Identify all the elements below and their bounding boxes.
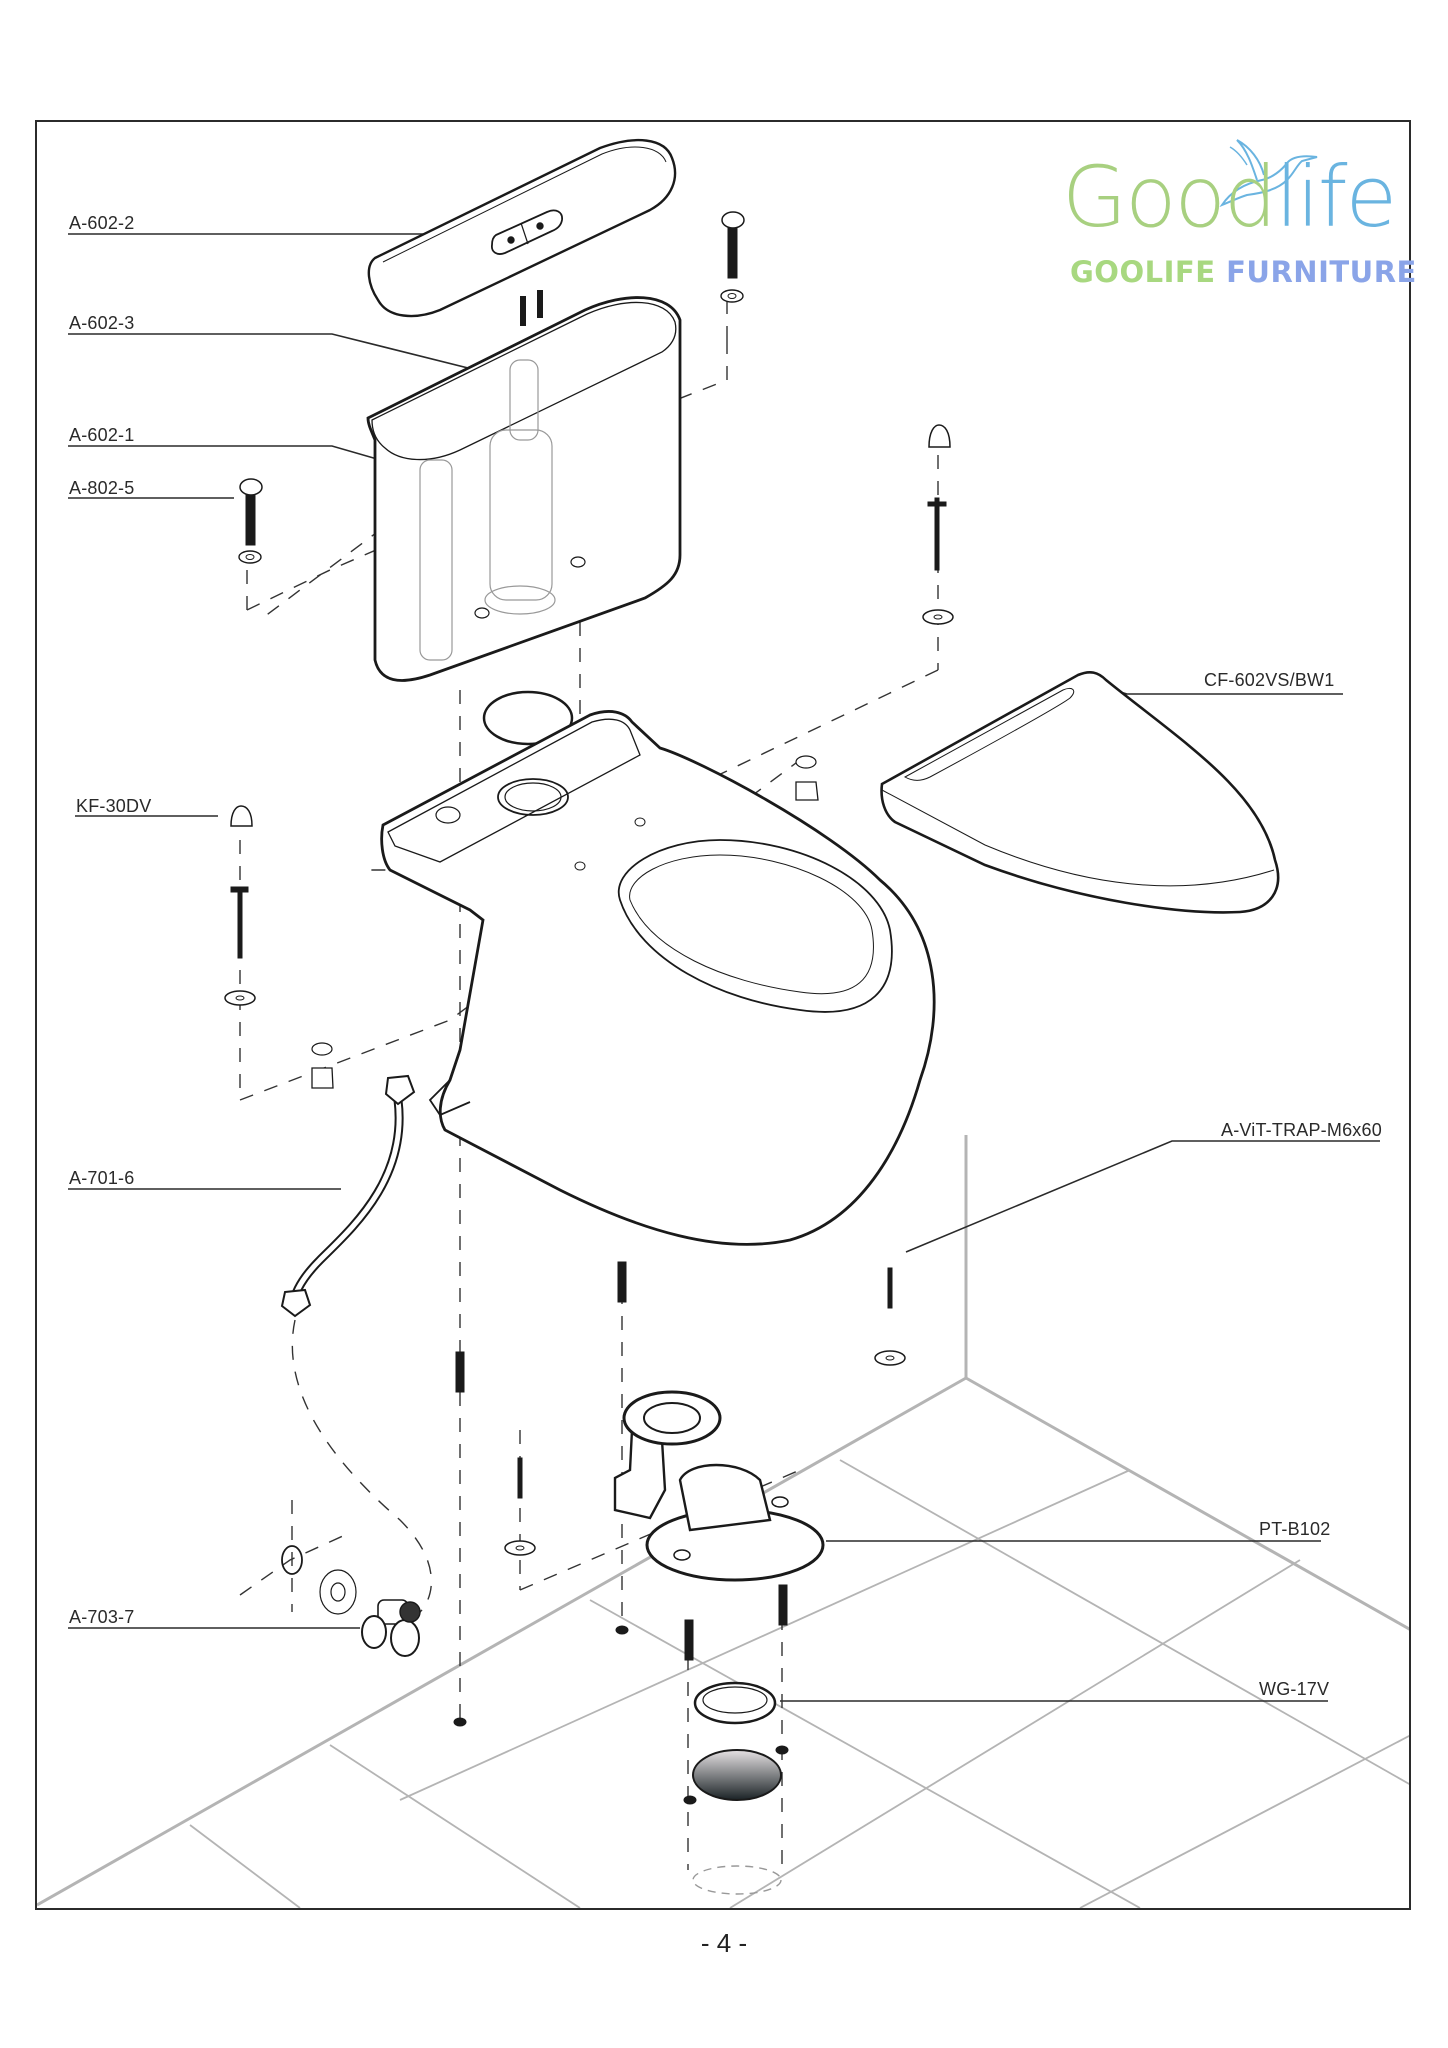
part-label-a-602-1: A-602-1 (69, 425, 135, 445)
floor-drain-hole (692, 1749, 782, 1895)
tank-bolt-left (238, 478, 263, 564)
toilet-bowl (380, 710, 936, 1246)
screw-3 (887, 1267, 893, 1309)
supply-hose (280, 1074, 416, 1318)
assembly-axes (239, 300, 939, 1870)
part-label-pt-b102: PT-B102 (1259, 1519, 1331, 1539)
logo-word-good: Good (1062, 148, 1277, 246)
tank-lid (367, 138, 677, 326)
screw-6 (778, 1584, 788, 1626)
tank-bolt-right (720, 211, 745, 303)
part-label-wg-17v: WG-17V (1259, 1679, 1330, 1699)
drain-adapter (613, 1390, 825, 1582)
part-label-cf-602vs-bw1: CF-602VS/BW1 (1204, 670, 1335, 690)
screw-1 (617, 1261, 627, 1303)
dual-flush-button (491, 209, 563, 255)
part-label-kf-30dv: KF-30DV (76, 796, 152, 816)
part-label-a-602-2: A-602-2 (69, 213, 135, 233)
part-label-a-802-5: A-802-5 (69, 478, 135, 498)
logo-tagline-brand: GOOLIFE (1070, 255, 1216, 289)
seat-bolt-right (795, 424, 954, 801)
leader-lines (68, 233, 1380, 1702)
screw-4 (517, 1457, 523, 1499)
leader-a-602-3 (68, 333, 509, 379)
hummingbird-icon (1219, 139, 1318, 208)
toilet-seat-cover (880, 670, 1280, 914)
tank-gasket (482, 690, 574, 746)
logo-tagline-furniture: FURNITURE (1226, 255, 1417, 289)
page-number: - 4 - (700, 1928, 748, 1958)
logo-wordmark: Goodlife (1062, 155, 1397, 239)
seat-bolt-left (224, 805, 334, 1089)
brand-logo: Goodlife GOOLIFE FURNITURE (1062, 135, 1416, 295)
part-label-a-703-7: A-703-7 (69, 1607, 135, 1627)
part-label-a-602-3: A-602-3 (69, 313, 135, 333)
part-label-a-701-6: A-701-6 (69, 1168, 135, 1188)
leader-a-vit-trap (905, 1140, 1380, 1253)
drawing-frame (35, 120, 1411, 1910)
floor-grid (37, 1135, 1409, 1908)
part-label-a-vit-trap: A-ViT-TRAP-M6x60 (1221, 1120, 1382, 1140)
screw-2 (455, 1351, 465, 1393)
leader-a-602-1 (68, 445, 416, 471)
logo-word-life: life (1275, 148, 1397, 246)
logo-tagline: GOOLIFE FURNITURE (1070, 255, 1417, 289)
angle-valve (281, 1545, 421, 1657)
screw-5 (684, 1619, 694, 1661)
wax-ring (693, 1681, 777, 1725)
cistern-tank (366, 296, 682, 682)
floor-screws (453, 1261, 906, 1805)
